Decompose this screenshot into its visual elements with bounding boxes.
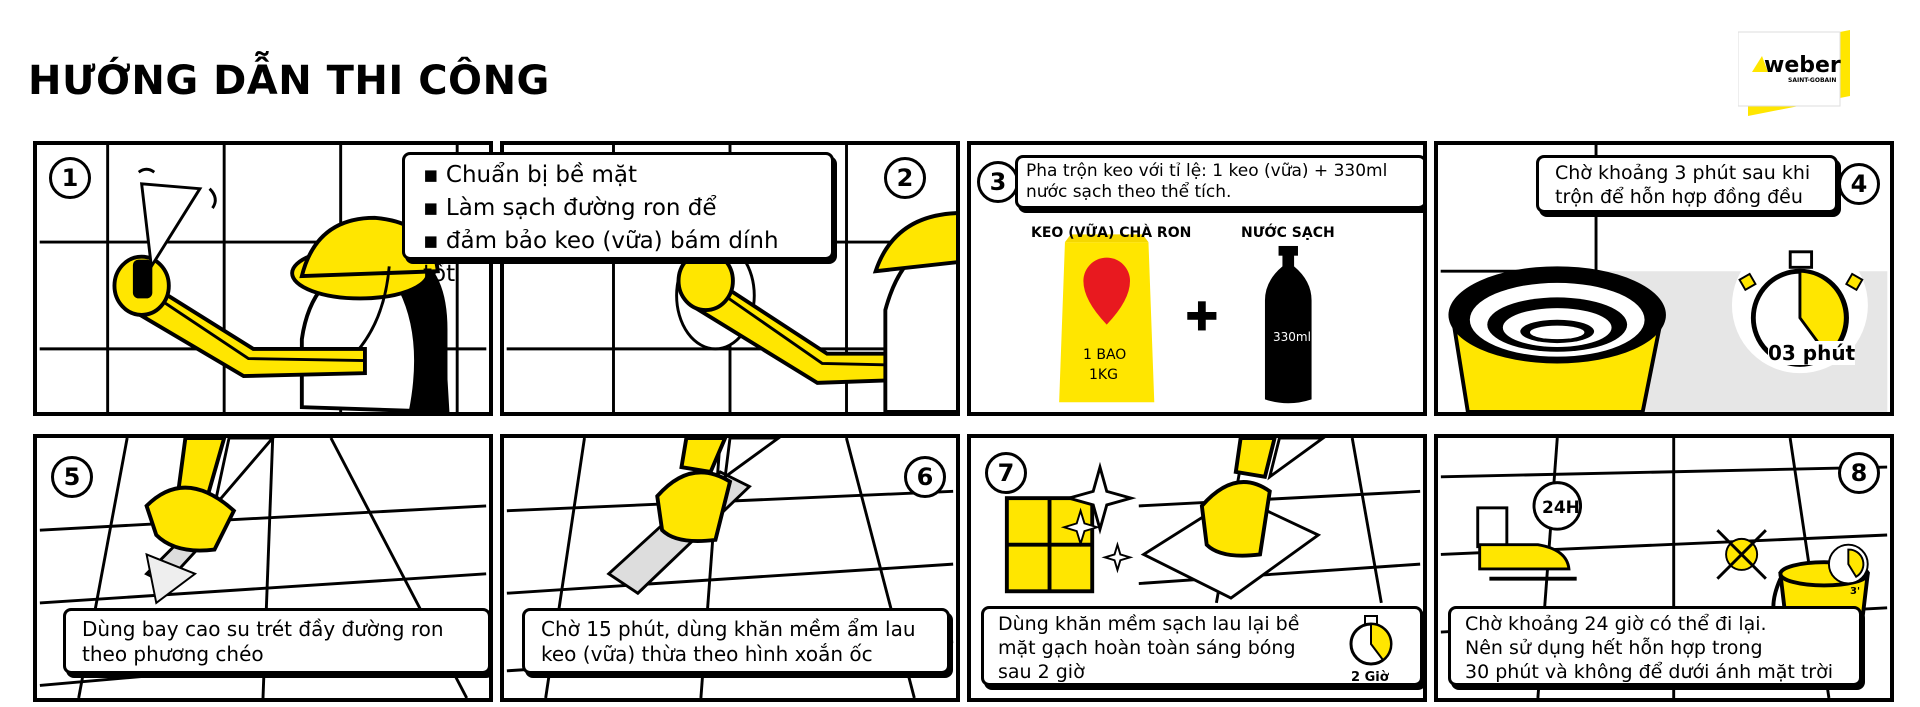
step-8-line-3: 30 phút và không để dưới ánh mặt trời: [1465, 661, 1833, 683]
step-3-panel: KEO (VỮA) CHÀ RON NƯỚC SẠCH 1 BAO 1KG 33…: [967, 141, 1427, 416]
step-4-line-2: trộn để hỗn hợp đồng đều: [1555, 186, 1803, 208]
bag-weight: 1KG: [1089, 367, 1118, 383]
step-4-panel: 03 phút Chờ khoảng 3 phút sau khi trộn đ…: [1434, 141, 1894, 416]
step-5-line-2: theo phương chéo: [82, 642, 264, 666]
bag-qty: 1 BAO: [1083, 347, 1127, 363]
step-8-caption: Chờ khoảng 24 giờ có thể đi lại. Nên sử …: [1448, 606, 1862, 686]
step-6-panel: 6 Chờ 15 phút, dùng khăn mềm ẩm lau keo …: [500, 434, 960, 702]
step-8-panel: 24H 3' 8 Chờ khoảng 24 giờ có thể đi lại…: [1434, 434, 1894, 702]
step-6-caption: Chờ 15 phút, dùng khăn mềm ẩm lau keo (v…: [522, 608, 950, 674]
step-7-number: 7: [985, 452, 1027, 494]
step-8-clock: 24H: [1542, 498, 1580, 518]
logo-sub: SAINT-GOBAIN: [1788, 77, 1836, 84]
page-title: HƯỚNG DẪN THI CÔNG: [28, 58, 550, 104]
step-8-bucket-timer: 3': [1850, 586, 1861, 597]
step-8-number: 8: [1838, 452, 1880, 494]
step-3-line-1: Pha trộn keo với tỉ lệ: 1 keo (vữa) + 33…: [1026, 161, 1388, 181]
step-3-number: 3: [977, 161, 1019, 203]
step-4-timer: 03 phút: [1768, 341, 1856, 365]
step-1-number: 1: [49, 157, 91, 199]
step-4-line-1: Chờ khoảng 3 phút sau khi: [1555, 162, 1811, 184]
step-1-caption: Chuẩn bị bề mặt Làm sạch đường ron để đả…: [402, 152, 834, 287]
step-7-line-3: sau 2 giờ: [998, 661, 1085, 683]
step-1-line-2: Làm sạch đường ron để: [423, 192, 813, 225]
step-5-number: 5: [51, 456, 93, 498]
step-1-line-1: Chuẩn bị bề mặt: [423, 159, 813, 192]
step-8-line-1: Chờ khoảng 24 giờ có thể đi lại.: [1465, 613, 1767, 635]
step-5-line-1: Dùng bay cao su trét đầy đường ron: [82, 617, 444, 641]
weber-logo: weber SAINT-GOBAIN: [1738, 30, 1850, 116]
step-3-line-2: nước sạch theo thể tích.: [1026, 182, 1232, 202]
step-3-label-right: NƯỚC SẠCH: [1241, 225, 1335, 241]
step-2-number: 2: [884, 157, 926, 199]
step-4-number: 4: [1838, 163, 1880, 205]
step-1-line-3: đảm bảo keo (vữa) bám dính tốt: [423, 225, 813, 291]
step-5-caption: Dùng bay cao su trét đầy đường ron theo …: [63, 608, 489, 674]
step-7-line-2: mặt gạch hoàn toàn sáng bóng: [998, 637, 1296, 659]
step-7-illustration: [1004, 438, 1421, 604]
step-7-line-1: Dùng khăn mềm sạch lau lại bề: [998, 613, 1300, 635]
step-7-timer: 2 Giờ: [1351, 670, 1389, 685]
step-3-label-left: KEO (VỮA) CHÀ RON: [1031, 225, 1192, 241]
step-7-timer-icon: [1349, 615, 1393, 666]
step-4-caption: Chờ khoảng 3 phút sau khi trộn để hỗn hợ…: [1536, 155, 1838, 213]
step-8-line-2: Nên sử dụng hết hỗn hợp trong: [1465, 637, 1763, 659]
step-7-panel: 7 Dùng khăn mềm sạch lau lại bề mặt gạch…: [967, 434, 1427, 702]
step-7-caption: Dùng khăn mềm sạch lau lại bề mặt gạch h…: [981, 606, 1423, 686]
step-3-caption: Pha trộn keo với tỉ lệ: 1 keo (vữa) + 33…: [1015, 155, 1423, 209]
step-6-number: 6: [904, 456, 946, 498]
step-1-illustration: [39, 145, 487, 412]
step-5-panel: 5 Dùng bay cao su trét đầy đường ron the…: [33, 434, 493, 702]
step-6-line-1: Chờ 15 phút, dùng khăn mềm ẩm lau: [541, 617, 916, 641]
logo-brand: weber: [1764, 53, 1841, 78]
step-3-illustration: [1059, 234, 1312, 404]
step-6-line-2: keo (vữa) thừa theo hình xoắn ốc: [541, 642, 873, 666]
bottle-label: 330ml: [1273, 330, 1311, 344]
